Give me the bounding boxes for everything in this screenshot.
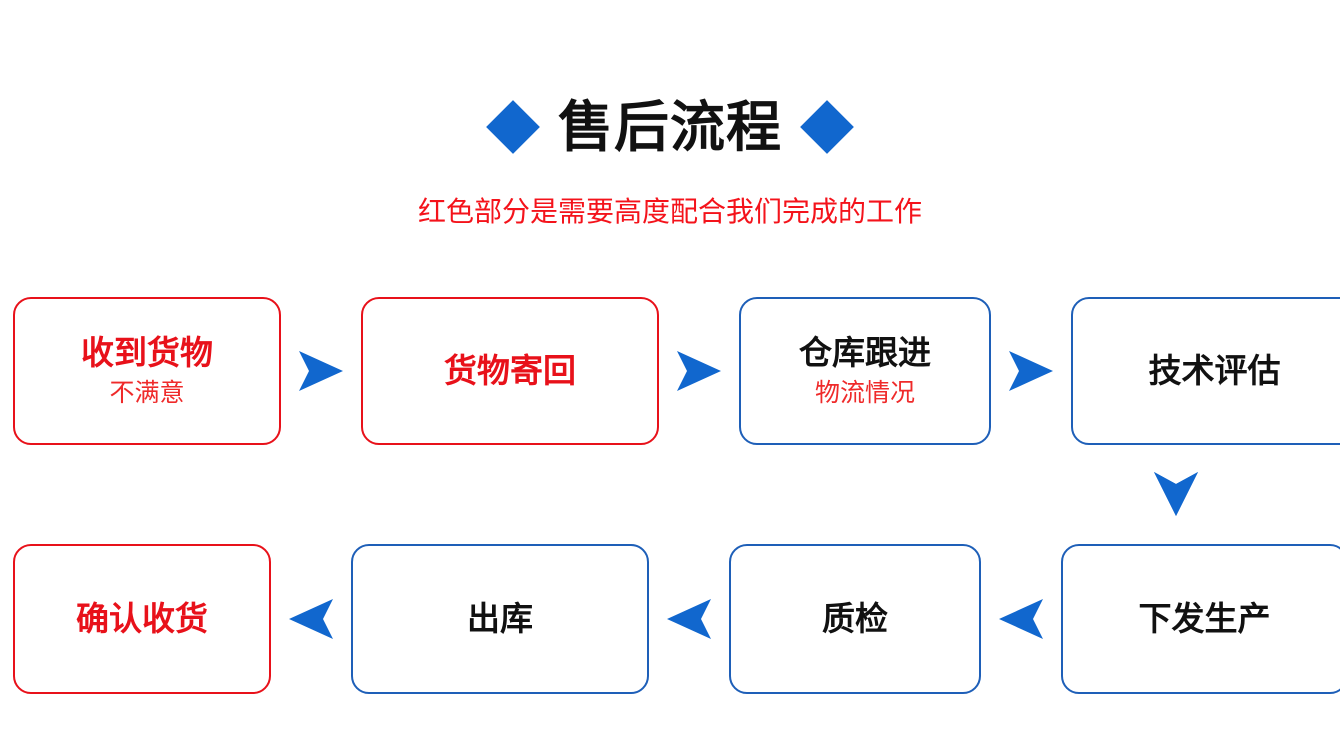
flow-node-release-production[interactable]: 下发生产 bbox=[1061, 544, 1340, 694]
arrow-left-icon-3 bbox=[990, 588, 1052, 650]
flow-node-subtitle: 物流情况 bbox=[814, 379, 915, 408]
page-title: 售后流程 bbox=[557, 95, 782, 158]
page-subtitle: 红色部分是需要高度配合我们完成的工作 bbox=[417, 196, 922, 227]
flow-row-1: 收到货物 不满意 货物寄回 仓库跟进 物流情况 技术评估 bbox=[0, 296, 1340, 446]
arrow-right-icon-2 bbox=[668, 340, 730, 402]
flow-node-title: 仓库跟进 bbox=[799, 334, 931, 372]
flow-node-send-back[interactable]: 货物寄回 bbox=[361, 297, 659, 445]
arrow-down-icon bbox=[1146, 466, 1206, 520]
arrow-right-icon-1 bbox=[290, 340, 352, 402]
arrow-left-icon-2 bbox=[658, 588, 720, 650]
diamond-icon-right bbox=[800, 100, 854, 154]
flow-node-title: 确认收货 bbox=[76, 600, 208, 638]
diamond-icon-left bbox=[486, 100, 540, 154]
flow-node-outbound[interactable]: 出库 bbox=[351, 544, 649, 694]
page-title-row: 售后流程 bbox=[0, 84, 1340, 170]
flow-node-title: 收到货物 bbox=[81, 334, 213, 372]
flow-node-warehouse-followup[interactable]: 仓库跟进 物流情况 bbox=[739, 297, 991, 445]
flow-node-title: 下发生产 bbox=[1138, 600, 1271, 638]
flow-node-title: 出库 bbox=[467, 600, 533, 638]
flow-node-title: 技术评估 bbox=[1148, 352, 1281, 390]
flow-node-title: 质检 bbox=[822, 600, 888, 638]
flow-node-confirm-receipt[interactable]: 确认收货 bbox=[13, 544, 271, 694]
arrow-right-icon-3 bbox=[1000, 340, 1062, 402]
flow-node-title: 货物寄回 bbox=[444, 352, 576, 390]
flow-row-2: 确认收货 出库 质检 下发生产 bbox=[0, 543, 1340, 695]
flow-node-subtitle: 不满意 bbox=[109, 379, 185, 408]
flow-node-technical-evaluation[interactable]: 技术评估 bbox=[1071, 297, 1340, 445]
flow-node-receive-goods[interactable]: 收到货物 不满意 bbox=[13, 297, 281, 445]
flow-node-quality-check[interactable]: 质检 bbox=[729, 544, 981, 694]
arrow-left-icon-1 bbox=[280, 588, 342, 650]
